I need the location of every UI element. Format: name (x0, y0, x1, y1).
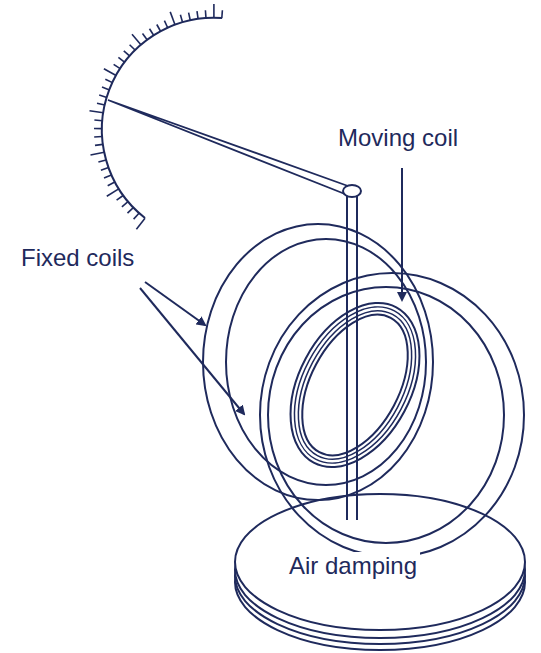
part-label: Fixed coils (18, 244, 137, 272)
scale-tick (170, 12, 175, 25)
scale-tick (205, 10, 207, 18)
scale-tick (134, 213, 139, 219)
scale-tick (128, 208, 134, 214)
scale-tick (189, 13, 191, 21)
scale-tick (117, 196, 124, 201)
scale-tick (150, 29, 154, 36)
scale-tick (97, 103, 105, 105)
leader-arrow (140, 168, 402, 414)
scale-tick (132, 34, 141, 45)
scale-tick (124, 51, 130, 56)
scale-tick (213, 4, 215, 18)
moving-coil (264, 281, 446, 489)
scale-tick (95, 144, 103, 145)
scale-tick (221, 10, 223, 18)
scale-tick (118, 57, 124, 62)
scale-tick (197, 11, 198, 19)
scale-tick (164, 21, 167, 28)
fixed-coil (203, 224, 433, 500)
scale-tick (122, 202, 128, 207)
scale-arc (102, 18, 222, 218)
scale-tick (94, 128, 102, 130)
scale-tick (114, 64, 121, 68)
scale-tick (90, 111, 104, 113)
scale-tick (130, 45, 136, 51)
scale-tick (94, 136, 102, 138)
pointer (108, 100, 361, 197)
part-label: Air damping (286, 552, 420, 580)
scale-tick (94, 119, 102, 121)
part-label: Moving coil (335, 124, 461, 152)
scale-tick (101, 168, 109, 171)
scale-tick (104, 69, 116, 76)
scale-tick (180, 15, 182, 23)
scale-tick (102, 87, 109, 90)
scale-tick (91, 152, 105, 155)
scale-tick (98, 160, 106, 162)
fixed-coil (260, 273, 524, 557)
scale-tick (104, 175, 111, 178)
scale-tick (105, 79, 112, 82)
air-damping-disc (235, 494, 525, 650)
scale-tick (143, 34, 148, 40)
scale-tick (108, 182, 115, 186)
scale-tick (157, 25, 161, 32)
scale-tick (107, 189, 119, 196)
scale-tick (136, 218, 145, 229)
scale-tick (99, 95, 107, 97)
